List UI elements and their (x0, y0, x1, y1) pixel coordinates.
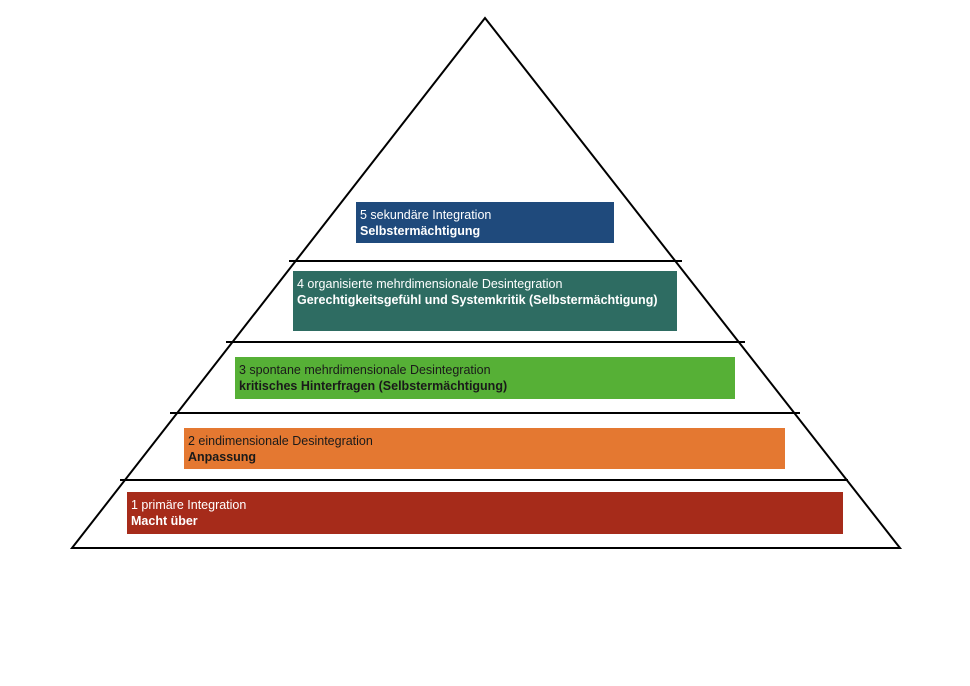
level-3-box: 3 spontane mehrdimensionale Desintegrati… (235, 357, 735, 399)
level-2-box: 2 eindimensionale Desintegration Anpassu… (184, 428, 785, 469)
level-1-box: 1 primäre Integration Macht über (127, 492, 843, 534)
level-5-box: 5 sekundäre Integration Selbstermächtigu… (356, 202, 614, 243)
pyramid-triangle (69, 16, 903, 549)
level-2-title: 2 eindimensionale Desintegration (188, 434, 373, 448)
level-1-title: 1 primäre Integration (131, 498, 247, 512)
level-4-subtitle: Gerechtigkeitsgefühl und Systemkritik (S… (297, 293, 658, 307)
level-5-title: 5 sekundäre Integration (360, 208, 492, 222)
level-5-subtitle: Selbstermächtigung (360, 224, 481, 238)
level-3-title: 3 spontane mehrdimensionale Desintegrati… (239, 363, 491, 377)
level-4-title: 4 organisierte mehrdimensionale Desinteg… (297, 277, 563, 291)
level-2-subtitle: Anpassung (188, 450, 257, 464)
level-1-subtitle: Macht über (131, 514, 198, 528)
level-4-box: 4 organisierte mehrdimensionale Desinteg… (293, 271, 677, 331)
level-3-subtitle: kritisches Hinterfragen (Selbstermächtig… (239, 379, 508, 393)
